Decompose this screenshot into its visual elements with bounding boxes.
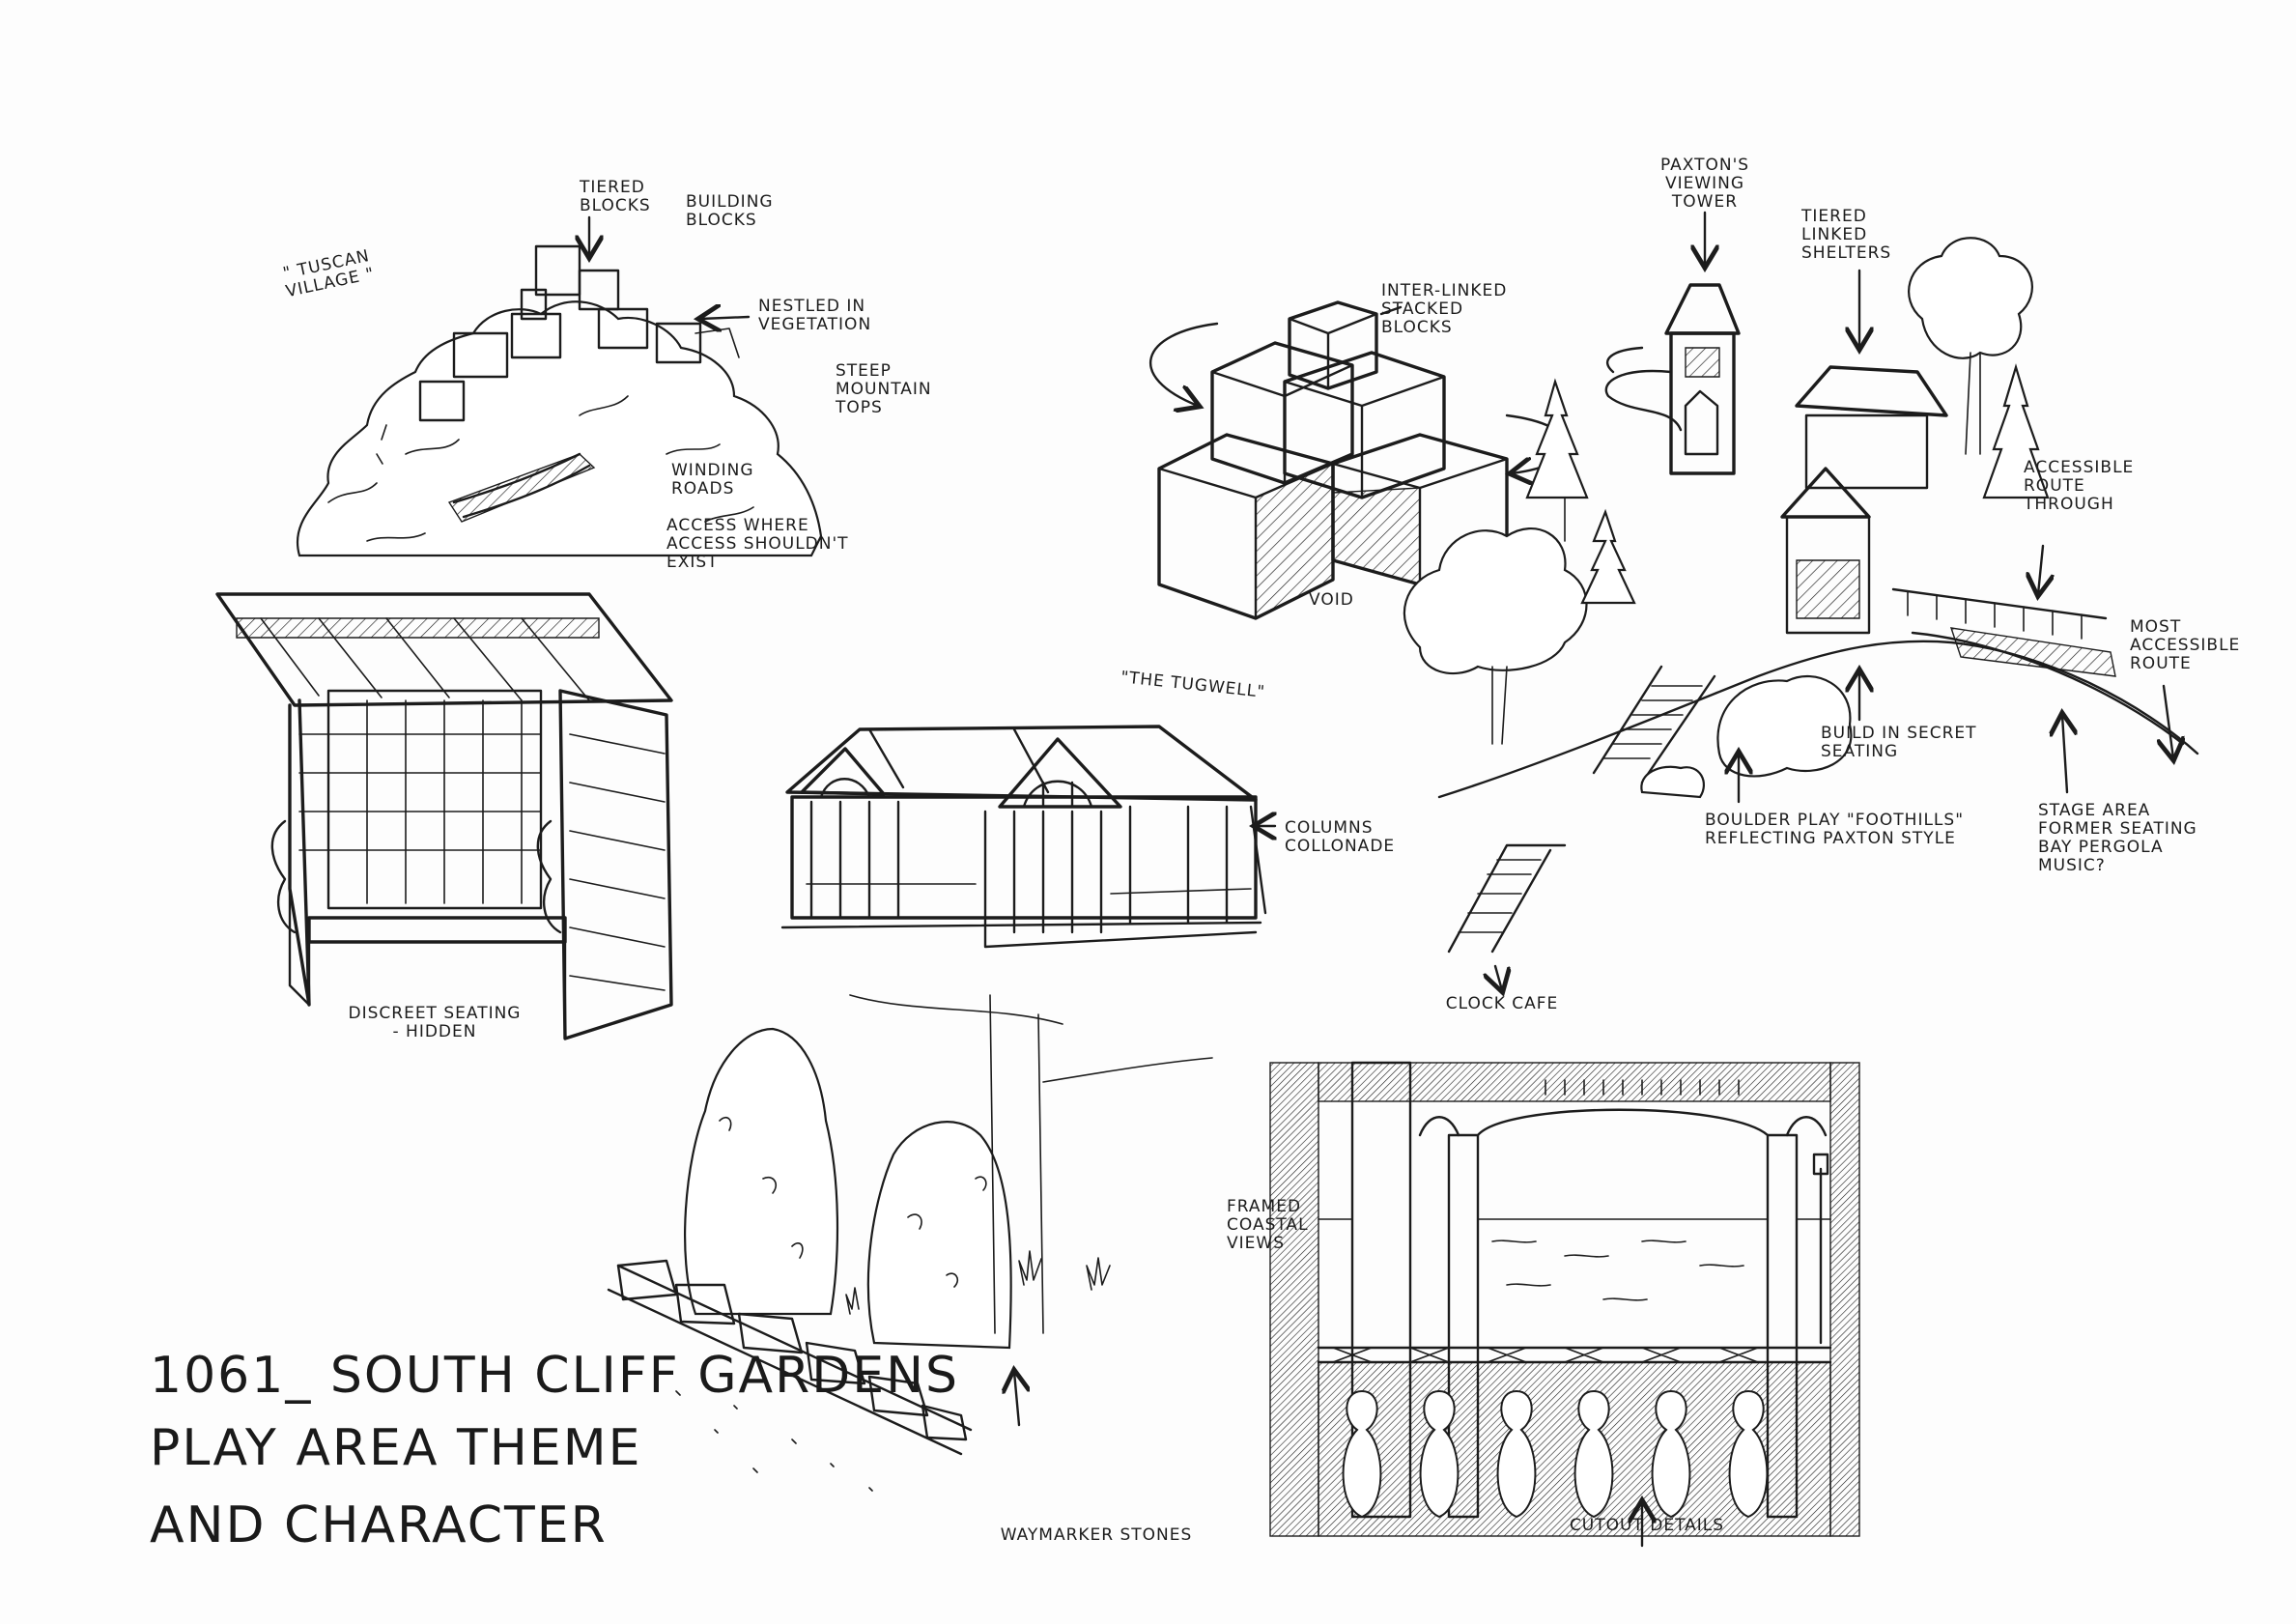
framed-coastal-view-sketch [1269, 1061, 1860, 1548]
label-framed-coastal-views: FRAMED COASTAL VIEWS [1227, 1197, 1309, 1253]
label-building-blocks: BUILDING BLOCKS [686, 192, 774, 230]
label-paxtons-viewing-tower: PAXTON'S VIEWING TOWER [1659, 156, 1750, 212]
label-inter-linked-blocks: INTER-LINKED STACKED BLOCKS [1381, 281, 1508, 337]
label-tiered-linked-shelters: TIERED LINKED SHELTERS [1801, 207, 1892, 263]
label-cutout-details: CUTOUT DETAILS [1569, 1516, 1725, 1535]
label-nestled-in-vegetation: NESTLED IN VEGETATION [758, 297, 872, 334]
tuscan-village-sketch [297, 215, 823, 557]
tugwell-pavilion-sketch [780, 725, 1275, 949]
label-tiered-blocks: TIERED BLOCKS [580, 178, 651, 215]
label-discreet-seating: DISCREET SEATING - HIDDEN [348, 1004, 522, 1041]
sheet-title-line-3: AND CHARACTER [150, 1496, 608, 1554]
label-waymarker-stones: WAYMARKER STONES [1000, 1525, 1193, 1545]
label-secret-seating: BUILD IN SECRET SEATING [1821, 724, 1977, 761]
label-void: VOID [1309, 590, 1354, 610]
seating-shelter-sketch [215, 592, 673, 1040]
label-steep-mountain-tops: STEEP MOUNTAIN TOPS [836, 361, 932, 417]
label-stage-area: STAGE AREA FORMER SEATING BAY PERGOLA MU… [2038, 801, 2197, 875]
park-overview-sketch [1403, 211, 2199, 990]
label-boulder-play: BOULDER PLAY "FOOTHILLS" REFLECTING PAXT… [1705, 811, 1965, 848]
label-most-accessible-route: MOST ACCESSIBLE ROUTE [2130, 617, 2241, 673]
sheet-title-line-2: PLAY AREA THEME [150, 1419, 642, 1477]
label-access-where-access: ACCESS WHERE ACCESS SHOULDN'T EXIST [666, 516, 849, 572]
label-winding-roads: WINDING ROADS [671, 461, 754, 499]
waymarker-stones-sketch [607, 994, 1213, 1492]
label-columns-collonade: COLUMNS COLLONADE [1285, 818, 1396, 856]
label-clock-cafe: CLOCK CAFE [1445, 994, 1559, 1013]
sheet-title-line-1: 1061_ SOUTH CLIFF GARDENS [150, 1347, 960, 1405]
label-accessible-route-through: ACCESSIBLE ROUTE THROUGH [2024, 458, 2135, 514]
